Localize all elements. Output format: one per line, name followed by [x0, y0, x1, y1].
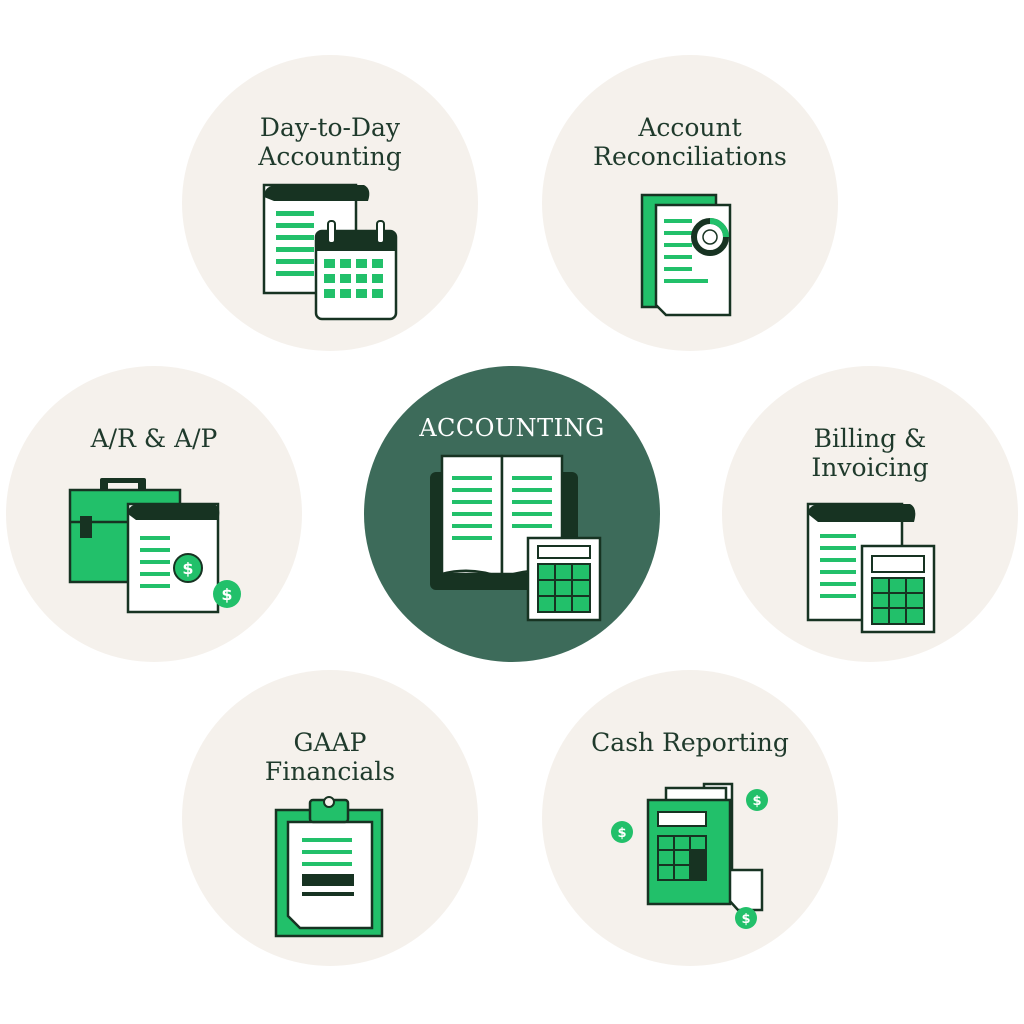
cash-register-icon: $ $ $: [611, 782, 768, 929]
svg-text:$: $: [741, 912, 750, 927]
service-day-to-day: Day-to-Day Accounting: [182, 55, 478, 351]
briefcase-invoice-icon: $ $: [68, 478, 241, 614]
service-billing: Billing & Invoicing: [722, 366, 1018, 662]
invoice-calculator-icon: [806, 502, 936, 634]
service-ar-ap: A/R & A/P $ $: [6, 366, 302, 662]
svg-text:$: $: [752, 794, 761, 809]
service-reconciliations: Account Reconciliations: [542, 55, 838, 351]
accounting-hub: ACCOUNTING: [364, 366, 660, 662]
service-label: Account Reconciliations: [593, 113, 787, 171]
open-book-calculator-icon: [430, 454, 602, 622]
service-cash: Cash Reporting $ $ $: [542, 670, 838, 966]
hub-label: ACCOUNTING: [419, 414, 605, 442]
document-calendar-icon: [262, 183, 398, 321]
svg-text:$: $: [182, 559, 193, 578]
service-gaap: GAAP Financials: [182, 670, 478, 966]
service-label: Billing & Invoicing: [811, 424, 929, 482]
clipboard-icon: [274, 796, 384, 938]
svg-text:$: $: [617, 826, 626, 841]
service-label: Day-to-Day Accounting: [258, 113, 402, 171]
service-label: A/R & A/P: [90, 424, 218, 453]
service-label: GAAP Financials: [264, 728, 396, 786]
report-pie-chart-icon: [640, 193, 732, 317]
svg-text:$: $: [221, 585, 232, 604]
service-label: Cash Reporting: [591, 728, 789, 757]
